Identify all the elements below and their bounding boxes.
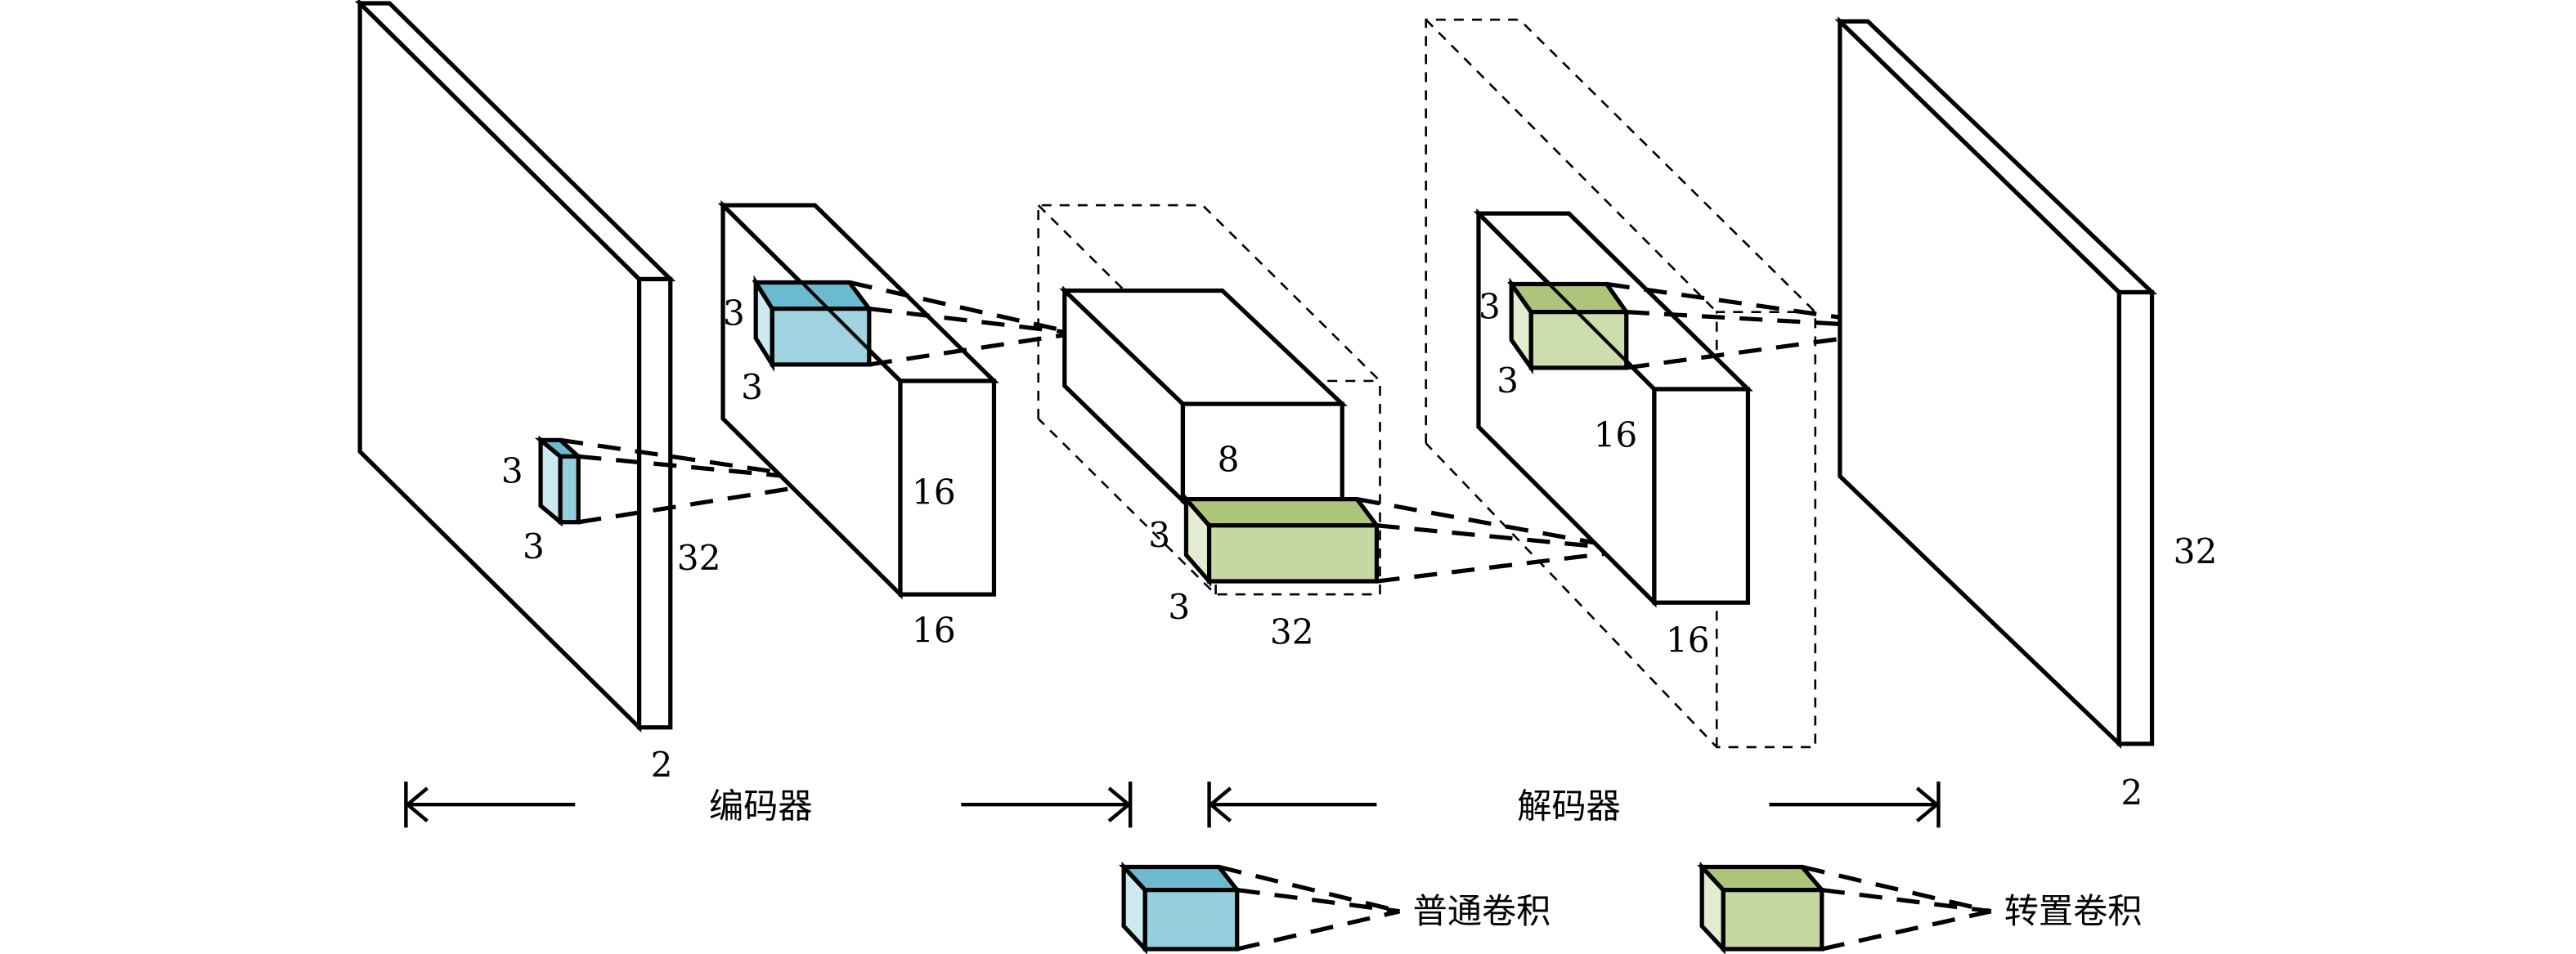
- output-height-label: 32: [2174, 531, 2218, 571]
- latent-kernel-label: 3: [1148, 515, 1170, 555]
- decoder-height-label: 16: [1594, 414, 1638, 455]
- encoder-span-arrow: [404, 782, 1133, 828]
- latent-layer: [1059, 285, 1348, 506]
- encoder-kernel-label: 3: [741, 367, 763, 407]
- input-height-label: 32: [677, 538, 721, 578]
- decoder-layer: [1473, 208, 1753, 608]
- decoder-label: 解码器: [1517, 786, 1621, 826]
- output-channel-label: 2: [2120, 773, 2143, 813]
- latent-width-label: 32: [1270, 611, 1314, 652]
- input-kernel-label: 3: [523, 526, 545, 567]
- output-layer: [1834, 16, 2158, 750]
- input-kernel-label: 3: [501, 451, 523, 491]
- legend-tconv-icon: [1697, 861, 1992, 954]
- legend-tconv-label: 转置卷积: [2004, 891, 2143, 931]
- encoder-width-label: 16: [912, 610, 956, 650]
- encoder-label: 编码器: [709, 786, 813, 826]
- latent-channel-label: 8: [1218, 439, 1240, 479]
- encoder-kernel-label: 3: [723, 293, 745, 334]
- input-layer: [354, 0, 676, 733]
- encoder-height-label: 16: [912, 473, 956, 513]
- legend-conv-icon: [1119, 861, 1401, 954]
- decoder-span-arrow: [1207, 782, 1941, 828]
- encoder-layer: [717, 199, 999, 600]
- decoder-width-label: 16: [1666, 620, 1710, 660]
- legend-conv-label: 普通卷积: [1413, 891, 1551, 931]
- decoder-kernel-label: 3: [1479, 287, 1501, 327]
- latent-tconv-kernel: [1181, 493, 1636, 587]
- input-channel-label: 2: [651, 745, 673, 785]
- latent-kernel-label: 3: [1168, 587, 1190, 627]
- decoder-kernel-label: 3: [1497, 361, 1519, 401]
- input-conv-kernel: [534, 435, 839, 527]
